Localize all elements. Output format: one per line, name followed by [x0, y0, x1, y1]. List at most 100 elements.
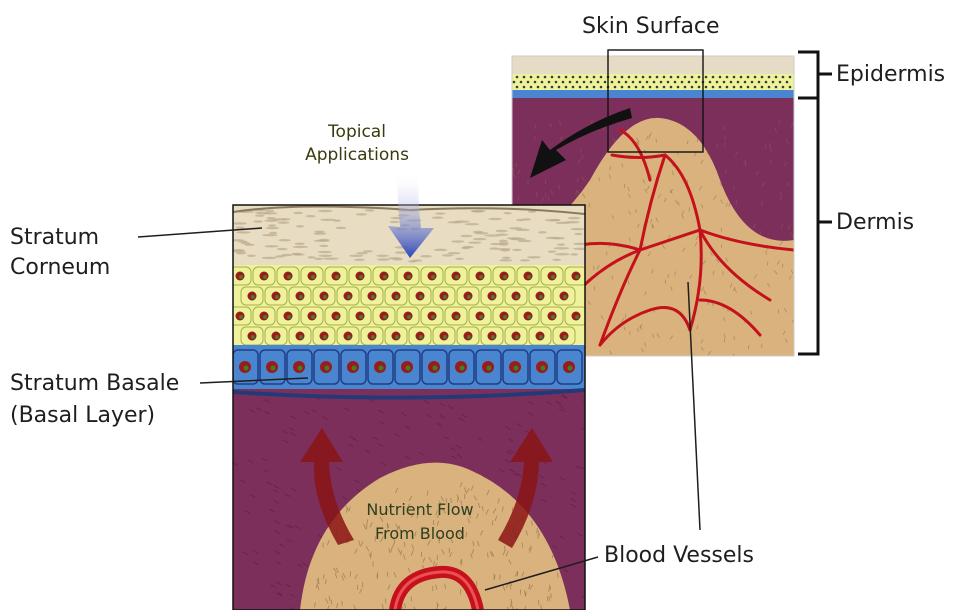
corneum-flake [460, 235, 472, 237]
epidermis-dot [642, 86, 645, 89]
corneum-flake [501, 249, 510, 251]
papilla-fiber [532, 521, 533, 526]
corneum-flake [236, 252, 246, 254]
epidermis-dot [688, 81, 691, 84]
papilla-fiber [460, 589, 461, 594]
corneum-flake [473, 231, 484, 233]
nucleolus [299, 295, 303, 299]
epidermis-dot [660, 81, 663, 84]
epidermis-dot [628, 76, 631, 79]
epidermis-dot [667, 81, 670, 84]
corneum-flake [548, 250, 557, 252]
nucleolus [491, 295, 495, 299]
epidermis-dot [544, 76, 547, 79]
nucleolus [551, 275, 555, 279]
nutrient-flow-label: Nutrient Flow From Blood [345, 498, 495, 546]
epidermis-dot [726, 86, 729, 89]
corneum-flake [293, 212, 303, 214]
texture-stroke [765, 145, 766, 149]
epidermis-dot [789, 76, 792, 79]
basal-nucleolus [568, 366, 573, 371]
epidermis-dot [782, 76, 785, 79]
corneum-flake [503, 212, 511, 214]
corneum-flake [522, 218, 531, 220]
epidermis-dot [572, 76, 575, 79]
nucleolus [443, 335, 447, 339]
epidermis-dot [642, 76, 645, 79]
corneum-flake [499, 240, 508, 242]
epidermis-dot [551, 76, 554, 79]
blood-vessels-label: Blood Vessels [604, 543, 754, 569]
epidermis-dot [586, 86, 589, 89]
corneum-flake [278, 239, 290, 241]
corneum-flake [431, 217, 443, 219]
corneum-flake [277, 248, 288, 250]
corneum-flake [552, 259, 561, 261]
texture-stroke [673, 171, 674, 175]
nucleolus [431, 275, 435, 279]
epidermis-dot [565, 86, 568, 89]
corneum-flake [465, 223, 479, 225]
corneum-flake [509, 227, 522, 229]
texture-stroke [624, 184, 625, 188]
nucleolus [251, 295, 255, 299]
epidermis-dot [555, 81, 558, 84]
epidermis-dot [646, 81, 649, 84]
nucleolus [503, 275, 507, 279]
stratum-corneum-line2: Corneum [10, 253, 110, 283]
stratum-basale-line2: (Basal Layer) [10, 400, 179, 432]
epidermis-dot [590, 81, 593, 84]
corneum-flake [266, 227, 280, 229]
corneum-flake [435, 212, 445, 214]
epidermis-dot [761, 76, 764, 79]
epidermis-dot [663, 86, 666, 89]
epidermis-dot [558, 86, 561, 89]
basal-nucleolus [514, 366, 519, 371]
nutrient-flow-line2: From Blood [345, 522, 495, 546]
epidermis-dot [786, 81, 789, 84]
corneum-flake [454, 220, 470, 222]
epidermis-dot [656, 86, 659, 89]
epidermis-dot [775, 76, 778, 79]
nucleolus [575, 275, 579, 279]
corneum-flake [323, 257, 339, 259]
nucleolus [263, 315, 267, 319]
epidermis-dot [733, 86, 736, 89]
nucleolus [251, 335, 255, 339]
epidermis-dot [698, 76, 701, 79]
nucleolus [311, 315, 315, 319]
corneum-flake [230, 239, 245, 241]
stratum-basale-label: Stratum Basale (Basal Layer) [10, 368, 179, 432]
papilla-fiber [385, 598, 386, 603]
corneum-flake [277, 221, 289, 223]
nucleolus [443, 295, 447, 299]
epidermis-dot [712, 86, 715, 89]
epidermis-dot [712, 76, 715, 79]
corneum-flake [319, 239, 330, 241]
epidermis-dot [754, 86, 757, 89]
corneum-flake [442, 254, 453, 256]
epidermis-dot [705, 76, 708, 79]
epidermis-dot [719, 76, 722, 79]
epidermis-dot [530, 76, 533, 79]
epidermis-dot [751, 81, 754, 84]
corneum-flake [393, 258, 404, 260]
corneum-flake [262, 257, 277, 259]
corneum-flake [314, 231, 324, 233]
epidermis-dot [604, 81, 607, 84]
epidermis-dot [625, 81, 628, 84]
basal-nucleolus [406, 366, 411, 371]
epidermis-dot [600, 76, 603, 79]
epidermis-dot [544, 86, 547, 89]
corneum-flake [314, 258, 323, 260]
epidermis-dot [789, 86, 792, 89]
corneum-flake [554, 247, 570, 249]
corneum-flake [235, 226, 244, 228]
corneum-flake [574, 233, 582, 235]
corneum-flake [451, 240, 464, 242]
topical-label-line1: Topical [282, 121, 432, 144]
corneum-flake [568, 217, 581, 219]
epidermis-dot [740, 76, 743, 79]
nucleolus [371, 295, 375, 299]
epidermis-dot [593, 76, 596, 79]
